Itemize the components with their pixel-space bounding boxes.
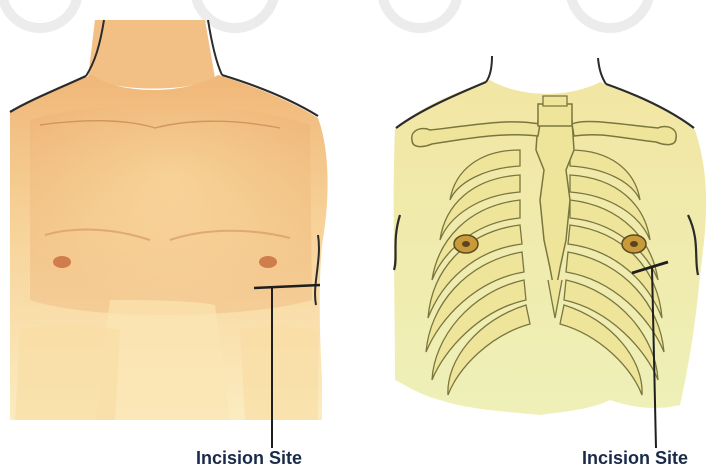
- neck: [88, 20, 215, 89]
- torso-illustration: [10, 20, 328, 448]
- nipple-right: [259, 256, 277, 268]
- rib-cage-illustration: [394, 56, 706, 448]
- incision-site-label-right: Incision Site: [582, 448, 688, 469]
- nipple-left: [53, 256, 71, 268]
- incision-site-label-left: Incision Site: [196, 448, 302, 469]
